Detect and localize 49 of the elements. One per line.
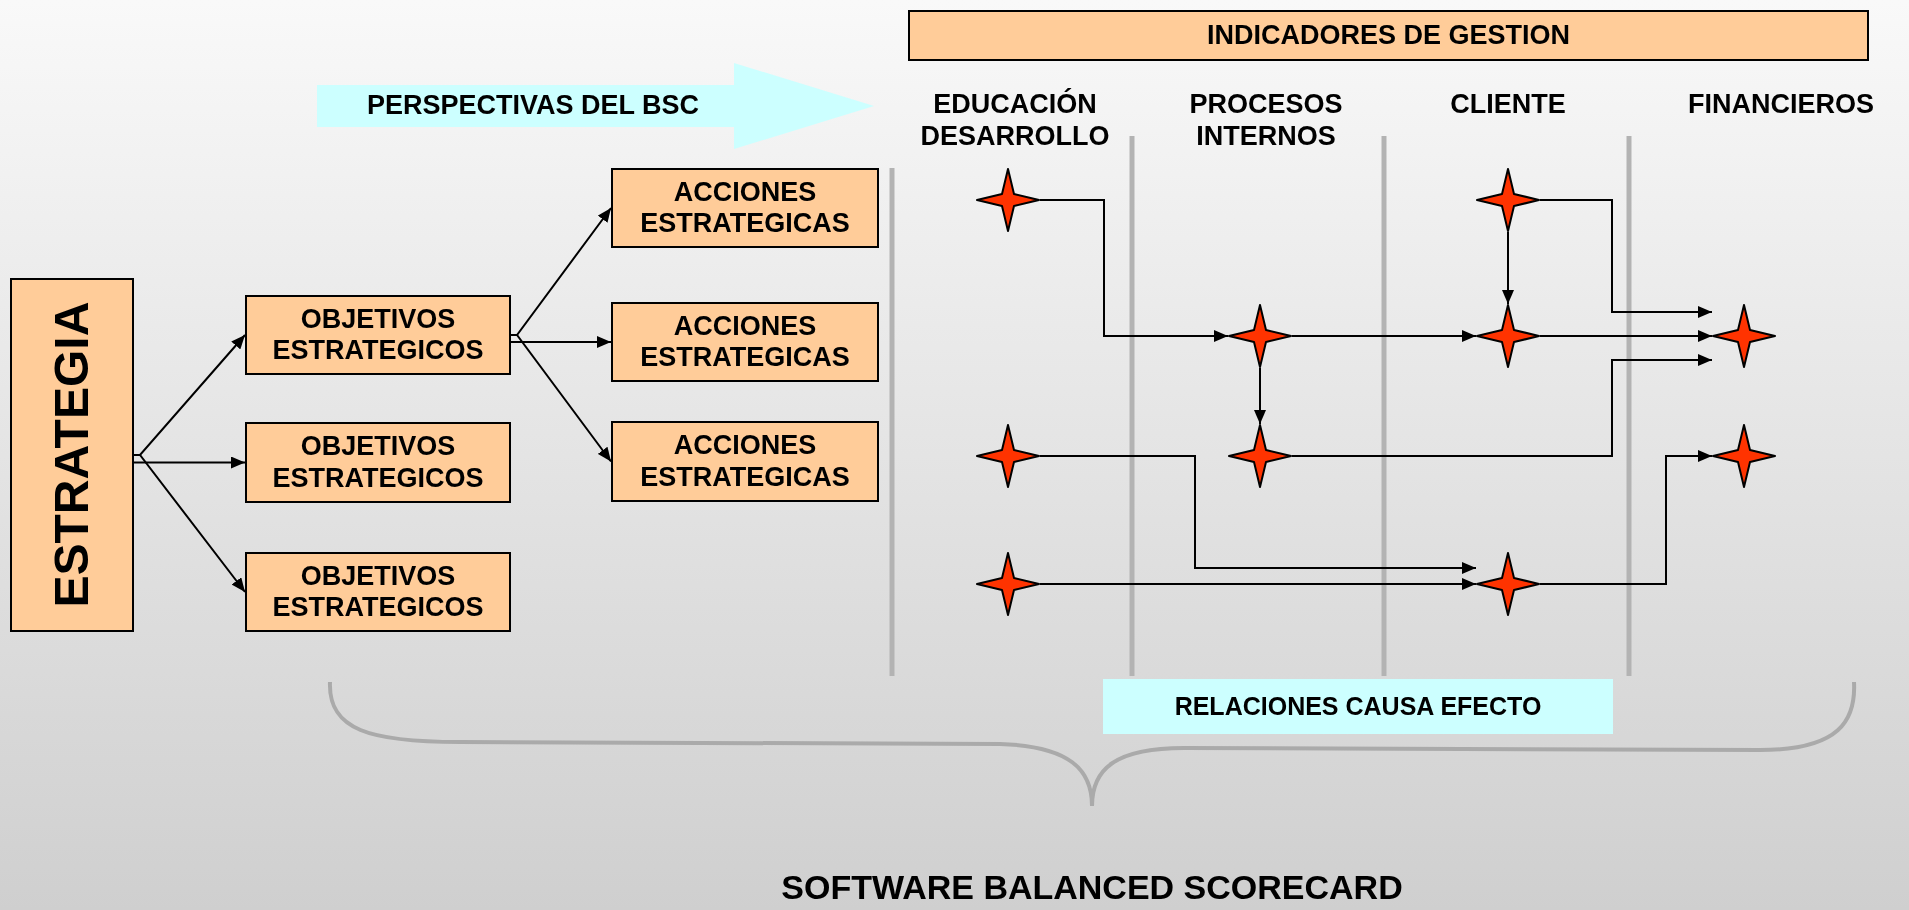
connector-arrow	[1291, 330, 1477, 342]
star-icon	[1228, 424, 1292, 488]
node-label: ESTRATEGIA	[44, 302, 100, 608]
star-icon	[1228, 304, 1292, 368]
connector-arrow	[1291, 354, 1713, 457]
connector-arrow	[1254, 367, 1266, 425]
connector-arrow	[1539, 199, 1713, 318]
connector-arrow	[1502, 231, 1514, 305]
connector-arrow	[1539, 330, 1713, 342]
process-box	[611, 421, 879, 502]
process-box	[245, 552, 511, 632]
star-icon	[1712, 424, 1776, 488]
node-label: ACCIONES ESTRATEGICAS	[639, 430, 851, 493]
node-label: ACCIONES ESTRATEGICAS	[639, 310, 851, 374]
star-icon	[1712, 304, 1776, 368]
star-icon	[976, 424, 1040, 488]
connector-arrow	[133, 456, 246, 469]
column-header: PROCESOS INTERNOS	[1188, 88, 1344, 153]
connector-arrow	[1039, 455, 1477, 574]
process-box	[10, 278, 134, 632]
header-box	[908, 10, 1869, 61]
arrow-banner	[317, 63, 874, 149]
star-icon	[976, 168, 1040, 232]
connector-arrow	[133, 454, 246, 593]
process-box	[611, 302, 879, 382]
node-label: OBJETIVOS ESTRATEGICOS	[271, 560, 485, 624]
connector-arrow	[1039, 199, 1229, 342]
process-box	[245, 295, 511, 375]
connector-arrow	[510, 334, 612, 463]
node-label: OBJETIVOS ESTRATEGICOS	[271, 431, 485, 494]
connector-arrow	[1039, 578, 1477, 590]
column-header: CLIENTE	[1449, 88, 1567, 121]
connector-arrow	[1539, 450, 1713, 585]
node-label: ACCIONES ESTRATEGICAS	[639, 176, 851, 240]
note-box	[1103, 679, 1613, 734]
node-label: PERSPECTIVAS DEL BSC	[367, 90, 700, 122]
node-label: INDICADORES DE GESTION	[1205, 19, 1571, 51]
connector-arrow	[510, 336, 612, 348]
star-icon	[976, 552, 1040, 616]
node-label: OBJETIVOS ESTRATEGICOS	[271, 303, 485, 367]
star-icon	[1476, 304, 1540, 368]
star-icon	[1476, 168, 1540, 232]
process-box	[245, 422, 511, 503]
column-header: EDUCACIÓN DESARROLLO	[920, 88, 1110, 153]
star-icon	[1476, 552, 1540, 616]
column-header: FINANCIEROS	[1687, 88, 1875, 121]
title: SOFTWARE BALANCED SCORECARD	[781, 868, 1403, 907]
process-box	[611, 168, 879, 248]
node-label: RELACIONES CAUSA EFECTO	[1174, 692, 1542, 721]
